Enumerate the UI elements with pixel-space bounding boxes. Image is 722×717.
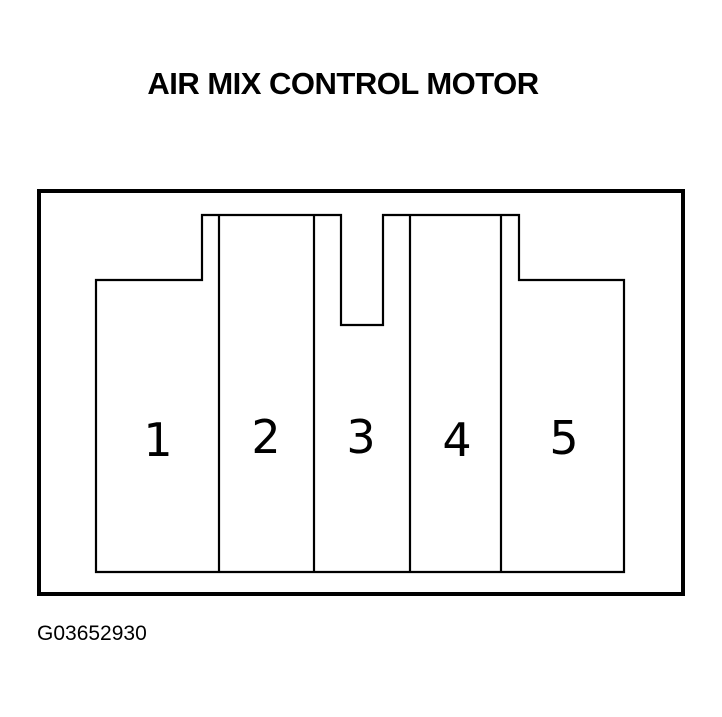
pin-dividers	[217, 215, 503, 572]
pin-1-label: 1	[143, 413, 172, 467]
diagram-title: AIR MIX CONTROL MOTOR	[147, 66, 539, 101]
outer-frame	[37, 189, 685, 596]
pin-5-label: 5	[549, 411, 578, 465]
figure-code: G03652930	[37, 622, 147, 645]
connector-body	[94, 213, 626, 574]
pin-2-label: 2	[251, 410, 280, 464]
pin-3-label: 3	[346, 410, 375, 464]
pin-4-label: 4	[442, 413, 471, 467]
